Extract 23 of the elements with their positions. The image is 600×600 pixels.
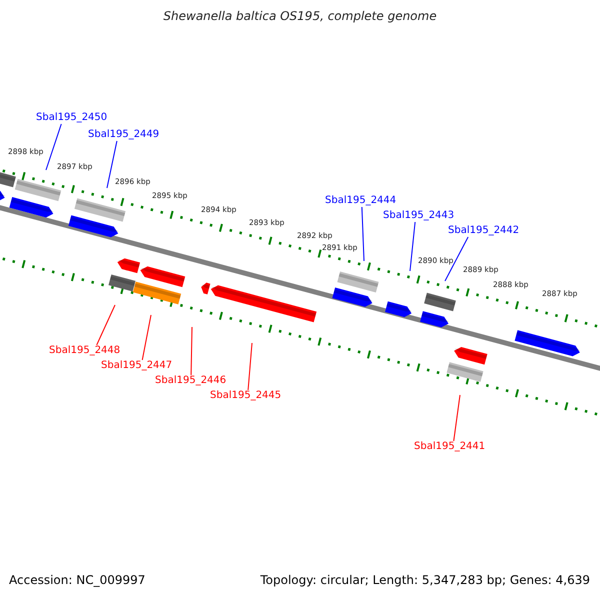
leader-line [248, 342, 252, 390]
gene-label: Sbal195_2441 [414, 441, 486, 452]
accession-text: Accession: NC_009997 [9, 574, 146, 588]
gene-label: Sbal195_2448 [49, 345, 120, 356]
gene-label: Sbal195_2449 [88, 129, 160, 140]
leader-line [96, 304, 116, 346]
genome-info-text: Topology: circular; Length: 5,347,283 bp; Genes: 4,639 [260, 574, 590, 588]
leader-line [46, 124, 62, 170]
title: Shewanella baltica OS195, complete genome [162, 10, 438, 24]
leader-line [410, 222, 416, 272]
gene-label: Sbal195_2445 [210, 390, 282, 402]
gene-label: Sbal195_2444 [325, 195, 396, 206]
gene-label: Sbal195_2447 [101, 360, 172, 372]
leader-line [190, 326, 192, 376]
gene-label: Sbal195_2450 [36, 112, 108, 124]
leader-line [444, 236, 469, 282]
gene-label: Sbal195_2446 [155, 375, 226, 386]
leader-line [453, 394, 460, 442]
leader-line [142, 314, 152, 360]
leader-line [361, 206, 364, 262]
gene-label: Sbal195_2442 [448, 225, 520, 236]
gene-label: Sbal195_2443 [383, 210, 454, 222]
leader-line [106, 140, 118, 188]
